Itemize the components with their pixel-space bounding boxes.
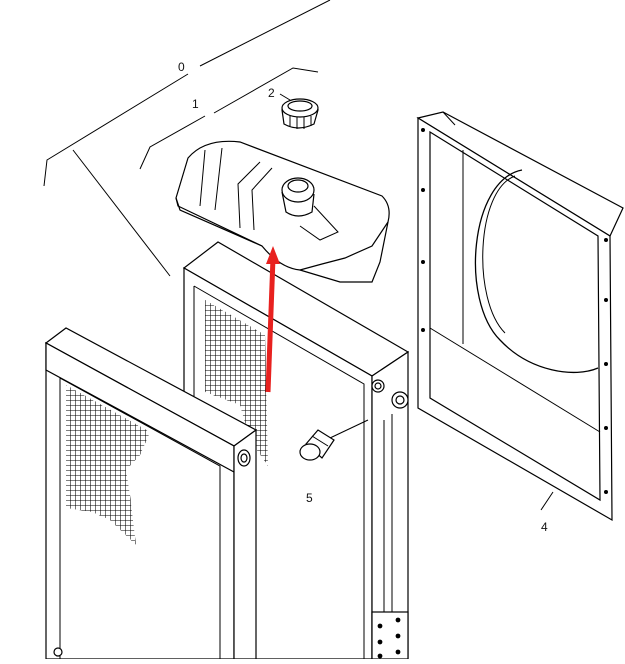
drain-plug xyxy=(299,419,369,461)
fan-shroud xyxy=(416,111,624,522)
leader-line-4 xyxy=(540,491,554,511)
callout-2: 2 xyxy=(268,86,275,100)
callout-0: 0 xyxy=(178,60,185,74)
callout-labels: 0 1 2 4 5 xyxy=(178,60,548,534)
fan-shroud-body xyxy=(417,116,613,522)
filler-cap xyxy=(281,98,319,129)
drain-plug-leader xyxy=(329,419,369,439)
front-cooler-mesh xyxy=(66,385,150,545)
callout-4: 4 xyxy=(541,520,548,534)
front-cooler-panel xyxy=(44,327,258,660)
leader-line-0-end xyxy=(199,0,331,67)
callout-5: 5 xyxy=(306,491,313,505)
radiator-bottom-bracket xyxy=(371,611,409,660)
leader-line-2 xyxy=(279,93,291,101)
leader-line-1 xyxy=(139,115,206,170)
fan-opening-arc xyxy=(474,169,599,374)
assembly-leader-lines xyxy=(43,0,554,511)
callout-1: 1 xyxy=(192,97,199,111)
leader-line-0-down xyxy=(72,149,171,277)
radiator-inner-frame xyxy=(193,285,365,659)
expansion-tank-bottom-lip xyxy=(175,197,263,247)
expansion-tank-lower xyxy=(299,221,389,283)
leader-line-0 xyxy=(43,73,189,187)
leader-line-1-end xyxy=(213,67,319,114)
expansion-tank xyxy=(175,140,390,283)
fan-shroud-inner xyxy=(429,130,601,502)
drain-plug-head xyxy=(299,443,321,461)
fan-shroud-bolt-holes xyxy=(421,128,608,494)
highlight-arrow xyxy=(265,246,280,393)
radiator-mesh xyxy=(205,300,268,466)
